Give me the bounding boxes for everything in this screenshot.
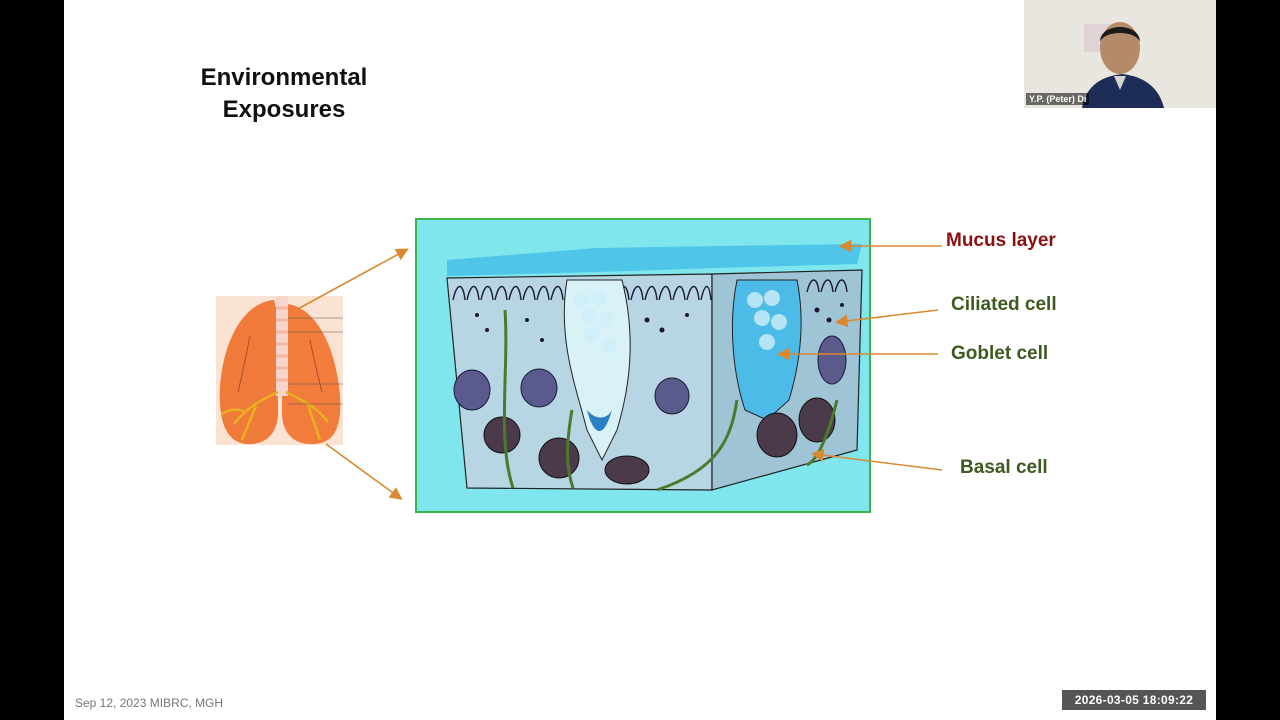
presenter-video xyxy=(1024,0,1216,108)
slide-title-line2: Exposures xyxy=(222,96,346,123)
webcam-thumbnail[interactable]: Y.P. (Peter) Di xyxy=(1024,0,1216,108)
mucus-layer-label: Mucus layer xyxy=(946,230,1056,251)
slide-title-line1: Environmental xyxy=(200,64,368,91)
presenter-name: Y.P. (Peter) Di xyxy=(1026,93,1090,105)
mucus-layer-band xyxy=(447,244,862,276)
ciliated-cell-label: Ciliated cell xyxy=(951,294,1057,315)
lung-illustration xyxy=(216,296,343,445)
basal-cell-label: Basal cell xyxy=(960,457,1048,478)
slide-footer: Sep 12, 2023 MIBRC, MGH xyxy=(75,696,224,710)
timestamp-badge: 2026-03-05 18:09:22 xyxy=(1062,690,1206,710)
epithelium-illustration xyxy=(417,220,869,511)
zoom-arrow-bottom xyxy=(325,443,403,500)
presentation-slide: Environmental Exposures xyxy=(64,0,1216,720)
airway-epithelium-diagram xyxy=(415,218,871,513)
slide-title: Environmental Exposures xyxy=(192,62,376,126)
goblet-cell-label: Goblet cell xyxy=(951,343,1049,364)
